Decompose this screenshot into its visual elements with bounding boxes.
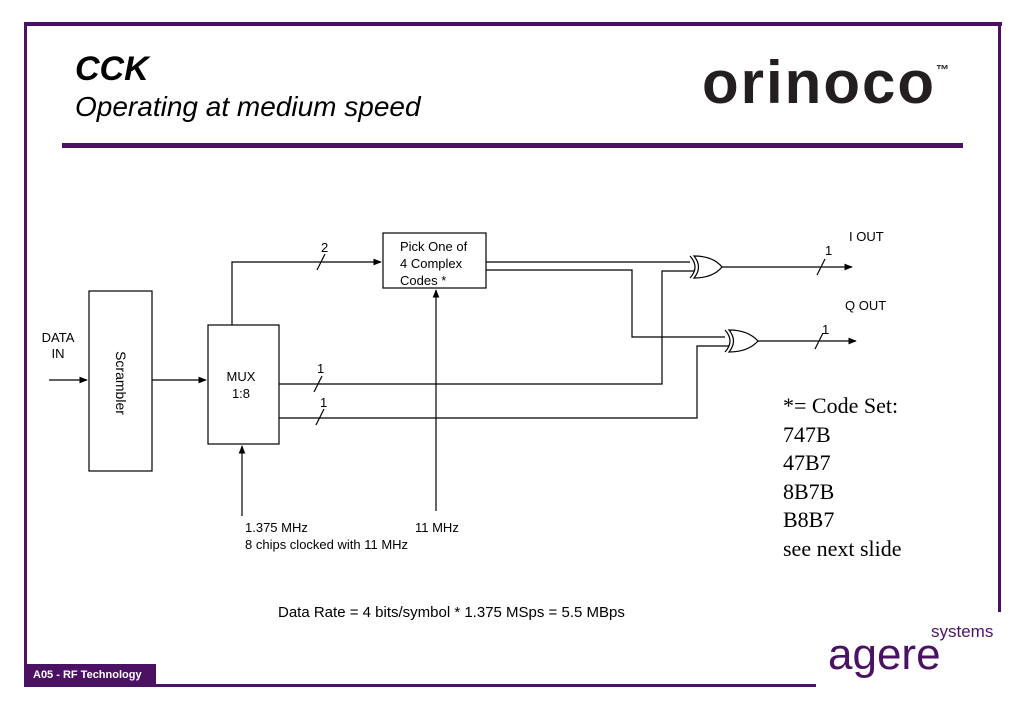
bus-slash-pick [316,253,326,271]
q-out-label: Q OUT [845,298,886,313]
xor-gate-q-body [727,329,759,353]
bus-slash-i-in [313,375,323,393]
xor-gate-i-back [689,255,696,279]
frame-right-border [998,22,1001,612]
mux-label-line1: MUX [227,369,256,384]
pick-label-line2: 4 Complex [400,256,463,271]
i-out-label: I OUT [849,229,884,244]
mux-clock-label-line2: 8 chips clocked with 11 MHz [245,537,408,552]
code-set-item: 47B7 [783,450,831,475]
agere-logo-suffix: systems [931,622,994,641]
bus-slash-q-out [814,332,824,350]
data-in-label-line1: DATA [42,330,75,345]
slide-subtitle: Operating at medium speed [75,91,421,122]
scrambler-block [88,290,153,472]
pick-label-line1: Pick One of [400,239,468,254]
bus-width-q-out-label: 1 [822,322,829,337]
frame-left-border [24,22,27,686]
orinoco-logo: orinoco™ [702,48,949,117]
xor-gate-i-body [692,255,723,279]
mux-output-q-path [279,345,729,419]
frame-top-border [25,22,1002,26]
slide-title: CCK [75,50,149,88]
code-set-item: B8B7 [783,507,835,532]
mux-block [207,324,280,445]
mux-to-pick-path [231,258,382,325]
code-set-item: 747B [783,421,831,447]
bus-width-pick-label: 2 [321,240,328,255]
mux-clock-label-line1: 1.375 MHz [245,520,308,535]
bus-slash-q-in [315,408,325,426]
trademark-symbol: ™ [936,62,949,77]
bus-slash-i-out [816,258,826,276]
code-set-heading: *= Code Set: [783,393,899,418]
title-divider [62,143,963,148]
code-set-item: 8B7B [783,478,835,504]
pick-label-line3: Codes * [400,273,446,288]
code-set-reference: see next slide [783,535,902,561]
agere-logo: agere [828,630,941,679]
pick-output-q-path [486,269,725,338]
xor-gate-q-back [724,329,731,353]
frame-bottom-border [24,684,816,687]
orinoco-logo-text: orinoco [702,49,936,116]
data-rate-formula: Data Rate = 4 bits/symbol * 1.375 MSps =… [278,604,625,621]
footer-section-tab: A05 - RF Technology [25,664,156,686]
bus-width-i-in-label: 1 [317,361,324,376]
pick-clock-label: 11 MHz [415,520,459,535]
mux-label-line2: 1:8 [232,386,250,401]
bus-width-q-in-label: 1 [320,395,327,410]
code-set-note: *= Code Set: 747B 47B7 8B7B B8B7 see nex… [783,392,902,563]
bus-width-i-out-label: 1 [825,243,832,258]
mux-output-i-path [279,270,694,385]
scrambler-label: Scrambler [113,351,129,415]
data-in-label-line2: IN [52,346,65,361]
pick-code-block [382,232,487,289]
